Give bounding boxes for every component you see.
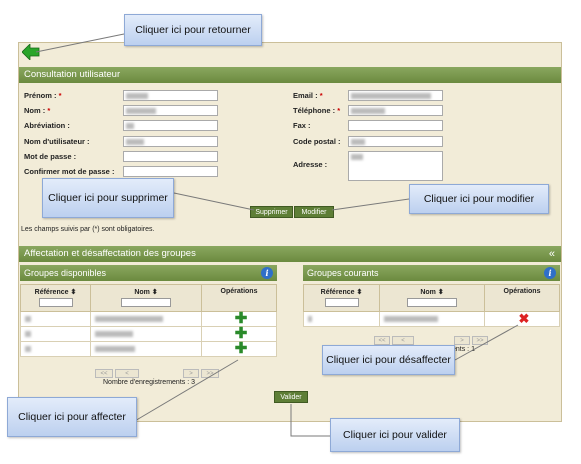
pager-next-button[interactable]: > — [183, 369, 199, 378]
pager-prev-button[interactable]: < — [115, 369, 139, 378]
column-header-reference[interactable]: Référence ⬍ — [20, 284, 91, 312]
pager-disponibles: <<< >>> — [95, 366, 221, 378]
reference-cell — [20, 326, 91, 342]
column-header-nom[interactable]: Nom ⬍ — [379, 284, 485, 312]
nom-cell — [90, 341, 202, 357]
abreviation-field[interactable] — [123, 120, 218, 131]
groupes-courants-header: Groupes courants i — [303, 265, 560, 281]
info-icon[interactable]: i — [261, 267, 273, 279]
info-icon[interactable]: i — [544, 267, 556, 279]
consultation-section-header: Consultation utilisateur — [19, 67, 561, 83]
collapse-icon[interactable]: « — [548, 248, 555, 260]
email-label: Email : * — [293, 91, 323, 100]
groupes-disponibles-title: Groupes disponibles — [24, 268, 107, 278]
remove-icon[interactable]: ✖ — [518, 311, 530, 326]
pager-first-button[interactable]: << — [95, 369, 113, 378]
telephone-field[interactable] — [348, 105, 443, 116]
adresse-label: Adresse : — [293, 160, 328, 169]
valider-button[interactable]: Valider — [274, 391, 308, 403]
nom-cell — [90, 311, 202, 327]
reference-cell — [20, 341, 91, 357]
affectation-title: Affectation et désaffectation des groupe… — [24, 248, 196, 259]
email-field[interactable] — [348, 90, 443, 101]
groupes-courants-table: Référence ⬍ Nom ⬍ Opérations ✖ — [303, 284, 560, 327]
reference-cell — [303, 311, 380, 327]
mot-de-passe-label: Mot de passe : — [24, 152, 77, 161]
add-icon[interactable]: ✚ — [234, 310, 248, 327]
column-header-reference[interactable]: Référence ⬍ — [303, 284, 380, 312]
telephone-label: Téléphone : * — [293, 106, 341, 115]
add-icon[interactable]: ✚ — [234, 340, 248, 357]
pager-last-button[interactable]: >> — [201, 369, 219, 378]
table-header-row: Référence ⬍ Nom ⬍ Opérations — [20, 284, 277, 312]
table-row: ✚ — [20, 340, 277, 357]
groupes-courants-title: Groupes courants — [307, 268, 379, 278]
confirmer-mot-de-passe-label: Confirmer mot de passe : — [24, 167, 115, 176]
nom-cell — [90, 326, 202, 342]
prenom-label: Prénom : * — [24, 91, 62, 100]
fax-field[interactable] — [348, 120, 443, 131]
callout-valider: Cliquer ici pour valider — [330, 418, 460, 452]
affectation-section-header: Affectation et désaffectation des groupe… — [19, 246, 561, 262]
table-row: ✚ — [20, 325, 277, 342]
callout-affecter: Cliquer ici pour affecter — [7, 397, 137, 437]
consultation-title: Consultation utilisateur — [24, 69, 121, 80]
nom-filter-input[interactable] — [407, 298, 457, 307]
confirmer-mot-de-passe-field[interactable] — [123, 166, 218, 177]
modifier-button[interactable]: Modifier — [294, 206, 334, 218]
table-header-row: Référence ⬍ Nom ⬍ Opérations — [303, 284, 560, 312]
table-row: ✖ — [303, 311, 560, 327]
add-icon[interactable]: ✚ — [234, 325, 248, 342]
supprimer-button[interactable]: Supprimer — [250, 206, 293, 218]
nom-utilisateur-field[interactable] — [123, 136, 218, 147]
pager-first-button[interactable]: << — [374, 336, 390, 345]
column-header-operations: Opérations — [484, 284, 560, 312]
operations-cell: ✖ — [484, 311, 560, 327]
disponibles-record-count: Nombre d'enregistrements : 3 — [103, 379, 195, 386]
pager-prev-button[interactable]: < — [392, 336, 414, 345]
nom-field[interactable] — [123, 105, 218, 116]
courants-record-count: ents : 1 — [452, 346, 475, 353]
operations-cell: ✚ — [201, 340, 277, 357]
column-header-operations: Opérations — [201, 284, 277, 312]
reference-cell — [20, 311, 91, 327]
callout-retourner: Cliquer ici pour retourner — [124, 14, 262, 46]
groupes-disponibles-header: Groupes disponibles i — [20, 265, 277, 281]
nom-cell — [379, 311, 485, 327]
code-postal-label: Code postal : — [293, 137, 341, 146]
abreviation-label: Abréviation : — [24, 121, 70, 130]
back-arrow-icon[interactable] — [21, 43, 40, 61]
nom-utilisateur-label: Nom d'utilisateur : — [24, 137, 90, 146]
fax-label: Fax : — [293, 121, 311, 130]
reference-filter-input[interactable] — [38, 298, 73, 307]
pager-next-button[interactable]: > — [454, 336, 470, 345]
nom-label: Nom : * — [24, 106, 51, 115]
pager-courants: <<< >>> — [374, 333, 490, 345]
pager-last-button[interactable]: >> — [472, 336, 488, 345]
code-postal-field[interactable] — [348, 136, 443, 147]
groupes-disponibles-table: Référence ⬍ Nom ⬍ Opérations ✚ ✚ ✚ — [20, 284, 277, 357]
reference-filter-input[interactable] — [324, 298, 359, 307]
callout-supprimer: Cliquer ici pour supprimer — [42, 178, 174, 218]
nom-filter-input[interactable] — [121, 298, 171, 307]
mandatory-fields-note: Les champs suivis par (*) sont obligatoi… — [21, 226, 155, 233]
callout-desaffecter: Cliquer ici pour désaffecter — [322, 345, 455, 375]
callout-modifier: Cliquer ici pour modifier — [409, 184, 549, 214]
prenom-field[interactable] — [123, 90, 218, 101]
column-header-nom[interactable]: Nom ⬍ — [90, 284, 202, 312]
mot-de-passe-field[interactable] — [123, 151, 218, 162]
adresse-field[interactable] — [348, 151, 443, 181]
